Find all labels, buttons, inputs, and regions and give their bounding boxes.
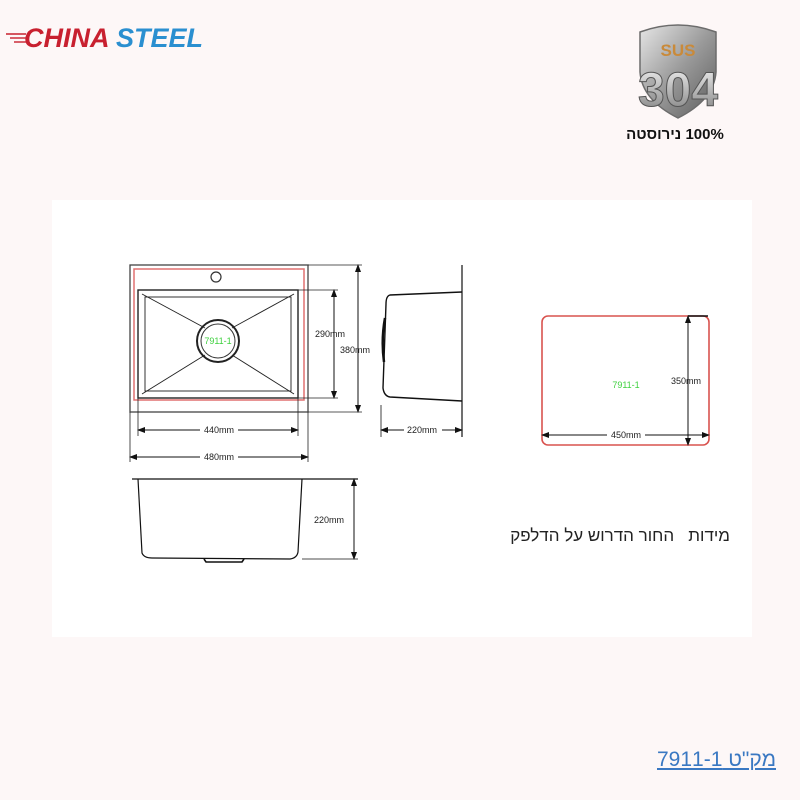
dim-480-label: 480mm — [204, 452, 234, 462]
dim-380-label: 380mm — [340, 345, 370, 355]
dim-440-label: 440mm — [204, 425, 234, 435]
cutout-caption: מידות החור הדרוש על הדלפק — [510, 526, 730, 545]
logo-word-steel: STEEL — [116, 23, 203, 53]
drain-outer-icon — [196, 319, 240, 363]
sus304-shield-badge: SUS 304 — [637, 24, 719, 119]
badge-sus-text: SUS — [661, 41, 696, 60]
logo-word-china: CHINA — [24, 23, 110, 53]
sku-link[interactable]: מק"ט 7911-1 — [657, 748, 776, 771]
dim-290-label: 290mm — [315, 329, 345, 339]
badge-304-text: 304 — [638, 64, 718, 117]
countertop-cutout-template: 7911-1 350mm 450mm — [541, 315, 710, 446]
sink-side-view: 220mm — [380, 265, 463, 437]
cutout-model-label: 7911-1 — [612, 380, 639, 390]
cutout-dim-450-label: 450mm — [611, 430, 641, 440]
cutout-outline — [541, 315, 710, 446]
top-view-model-label: 7911-1 — [204, 336, 231, 346]
side-dim-220-label: 220mm — [407, 425, 437, 435]
front-dim-220-label: 220mm — [314, 515, 344, 525]
speed-lines-icon — [6, 33, 26, 43]
shield-icon — [639, 24, 717, 119]
technical-drawing-panel: 7911-1 290mm 380mm 440mm 480mm — [52, 200, 752, 637]
sink-outer-rim — [129, 264, 309, 413]
drain-inner-icon — [200, 323, 236, 359]
bowl-inner — [144, 296, 292, 392]
china-steel-logo: CHINA STEEL — [6, 23, 203, 53]
cutout-outline-overlay — [133, 268, 305, 401]
faucet-hole-icon — [210, 271, 222, 283]
sink-top-view: 7911-1 290mm 380mm 440mm 480mm — [129, 264, 370, 462]
material-caption: 100% נירוסטה — [626, 126, 724, 143]
bowl-outer — [137, 289, 299, 399]
sink-front-view: 220mm — [132, 478, 358, 563]
cutout-dim-350-label: 350mm — [671, 376, 701, 386]
